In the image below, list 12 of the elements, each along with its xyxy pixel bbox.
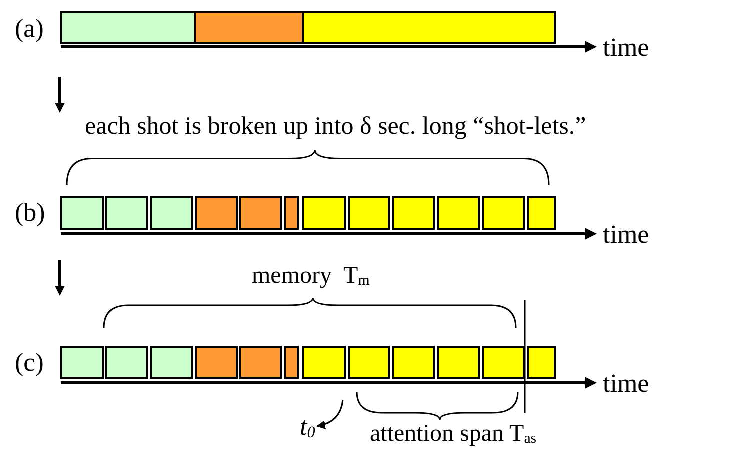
panel-label: (a) <box>15 16 44 42</box>
time-point-label: t$_{0}$ <box>300 414 316 442</box>
timeline-drawing <box>60 346 597 389</box>
leader-arrow <box>316 400 344 430</box>
panel-label: (b) <box>15 200 46 226</box>
axis-label: time <box>603 222 650 248</box>
annotation-text: memory T$_{m}$ <box>252 264 370 290</box>
axis-label: time <box>603 35 650 61</box>
panel-label: (c) <box>15 350 44 376</box>
axis-label: time <box>603 371 650 397</box>
annotation-text: each shot is broken up into δ sec. long “shot-lets.” <box>85 114 586 139</box>
annotation-text: attention span T$_{as}$ <box>370 422 537 448</box>
